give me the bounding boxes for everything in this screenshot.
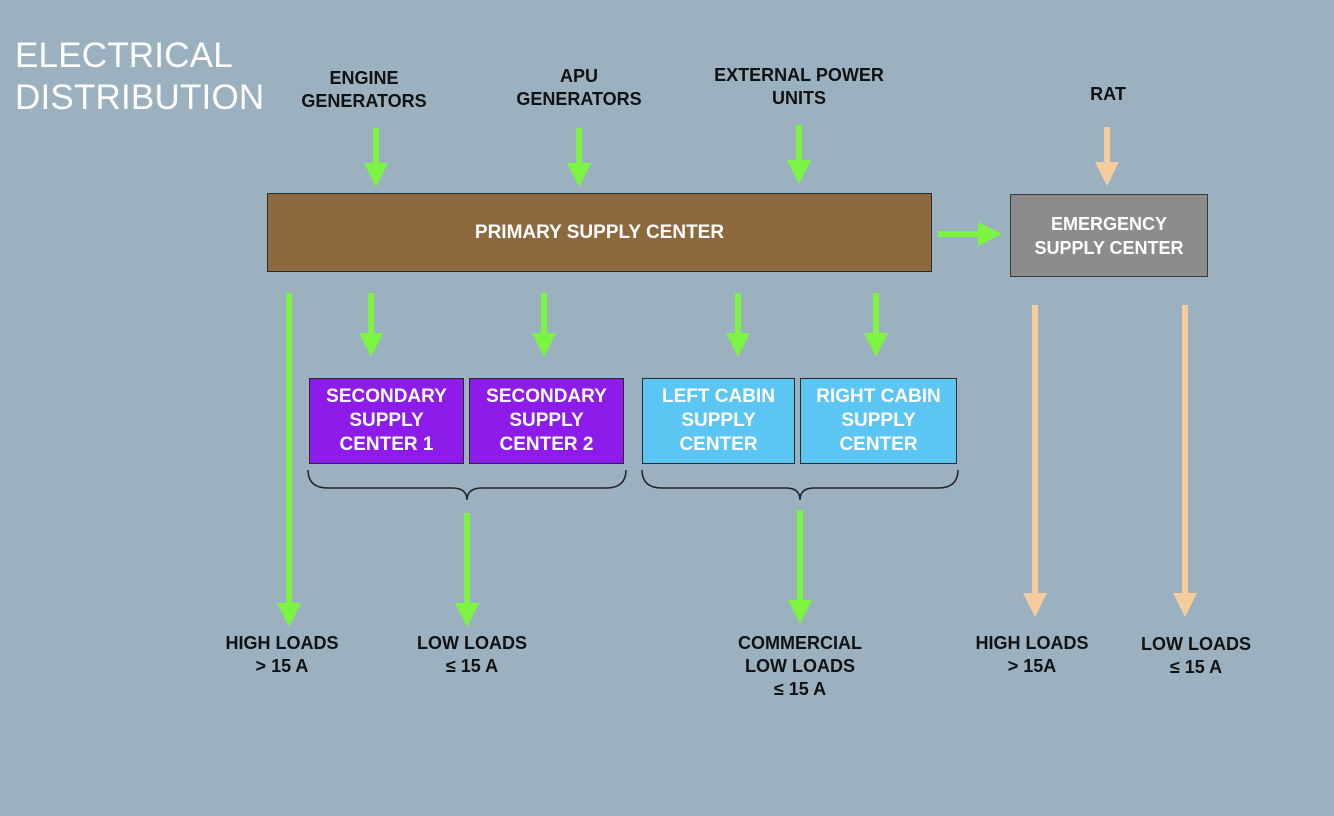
emergency-supply-center-box: EMERGENCY SUPPLY CENTER xyxy=(1010,194,1208,277)
right-cabin-supply-center-box: RIGHT CABIN SUPPLY CENTER xyxy=(800,378,957,464)
low-loads-label: LOW LOADS ≤ 15 A xyxy=(417,633,527,676)
secondary-supply-center-2-box: SECONDARY SUPPLY CENTER 2 xyxy=(469,378,624,464)
secondary-supply-center-1-box: SECONDARY SUPPLY CENTER 1 xyxy=(309,378,464,464)
cabin-brace xyxy=(641,469,959,501)
left-cabin-supply-center-box: LEFT CABIN SUPPLY CENTER xyxy=(642,378,795,464)
rat-label: RAT xyxy=(1090,84,1126,104)
commercial-low-loads-label: COMMERCIAL LOW LOADS ≤ 15 A xyxy=(738,633,862,699)
secondary-brace xyxy=(307,469,627,501)
high-loads-label: HIGH LOADS > 15 A xyxy=(225,633,339,676)
emergency-high-loads-label: HIGH LOADS > 15A xyxy=(975,633,1089,676)
diagram-title: ELECTRICAL DISTRIBUTION xyxy=(15,36,265,117)
primary-supply-center-box: PRIMARY SUPPLY CENTER xyxy=(267,193,932,272)
engine-generators-label: ENGINE GENERATORS xyxy=(301,68,427,111)
external-power-units-label: EXTERNAL POWER UNITS xyxy=(714,65,884,108)
emergency-low-loads-label: LOW LOADS ≤ 15 A xyxy=(1141,634,1251,677)
apu-generators-label: APU GENERATORS xyxy=(516,66,642,109)
